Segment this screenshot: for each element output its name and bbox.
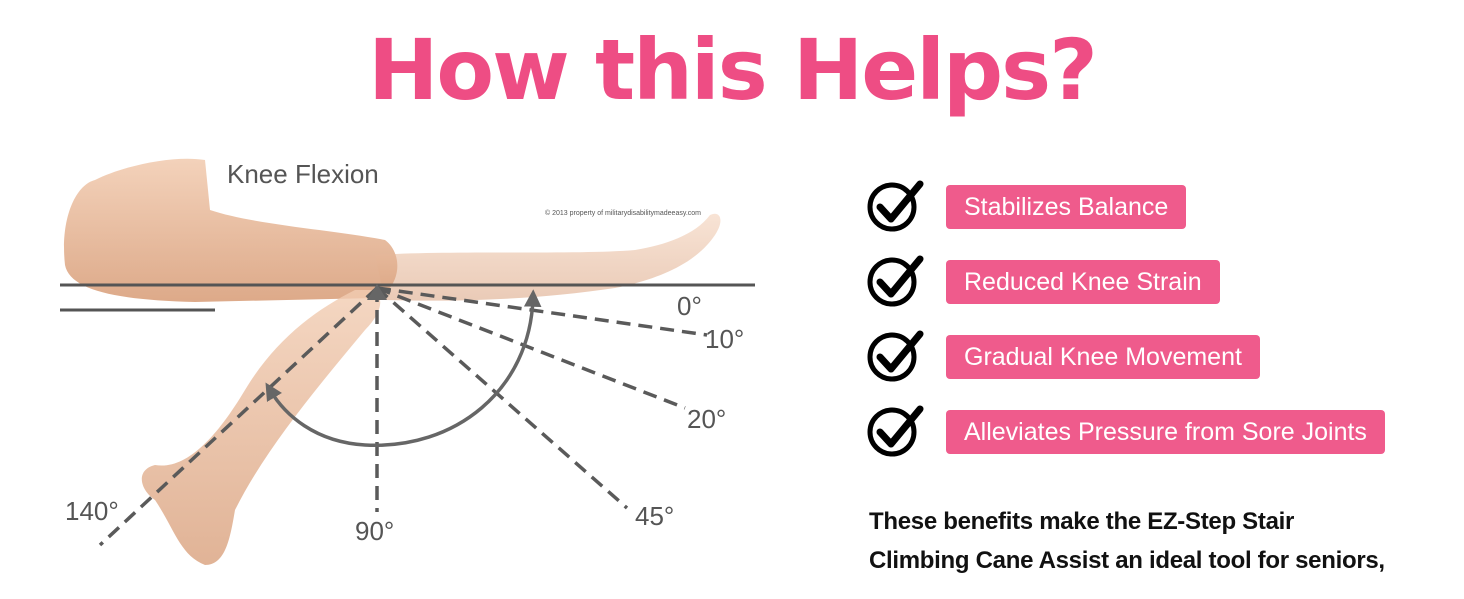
summary-text: These benefits make the EZ-Step Stair Cl… bbox=[869, 502, 1449, 580]
extended-leg-shape bbox=[375, 213, 721, 301]
benefit-item: Alleviates Pressure from Sore Joints bbox=[864, 403, 1424, 478]
benefit-label: Alleviates Pressure from Sore Joints bbox=[946, 410, 1385, 454]
thigh-shape bbox=[64, 158, 398, 302]
checkmark-circle-icon bbox=[867, 405, 924, 457]
ray-45 bbox=[375, 286, 629, 510]
benefit-label: Reduced Knee Strain bbox=[946, 260, 1220, 304]
diagram-title: Knee Flexion bbox=[227, 159, 379, 189]
angle-label-0: 0° bbox=[677, 291, 702, 321]
benefit-item: Gradual Knee Movement bbox=[864, 328, 1424, 403]
angle-label-10: 10° bbox=[705, 324, 744, 354]
angle-label-140: 140° bbox=[65, 496, 119, 526]
rotation-arc bbox=[265, 289, 542, 447]
angle-label-45: 45° bbox=[635, 501, 674, 531]
diagram-copyright: © 2013 property of militarydisabilitymad… bbox=[545, 209, 701, 217]
benefit-label: Gradual Knee Movement bbox=[946, 335, 1260, 379]
checkmark-circle-icon bbox=[867, 255, 924, 307]
angle-label-20: 20° bbox=[687, 404, 726, 434]
knee-flexion-diagram: Knee Flexion © 2013 property of military… bbox=[60, 158, 755, 565]
angle-label-90: 90° bbox=[355, 516, 394, 546]
benefit-item: Reduced Knee Strain bbox=[864, 253, 1424, 328]
benefit-item: Stabilizes Balance bbox=[864, 178, 1424, 253]
checkmark-circle-icon bbox=[867, 180, 924, 232]
checkmark-circle-icon bbox=[867, 330, 924, 382]
benefit-label: Stabilizes Balance bbox=[946, 185, 1187, 229]
summary-line-2: Climbing Cane Assist an ideal tool for s… bbox=[869, 547, 1385, 574]
benefits-list: Stabilizes Balance Reduced Knee Strain G… bbox=[864, 178, 1424, 478]
page-headline: How this Helps? bbox=[368, 21, 1098, 119]
summary-line-1: These benefits make the EZ-Step Stair bbox=[869, 508, 1295, 535]
bent-leg-shape bbox=[141, 290, 381, 565]
ray-140 bbox=[98, 286, 379, 547]
knee-pivot-marker bbox=[367, 284, 387, 300]
